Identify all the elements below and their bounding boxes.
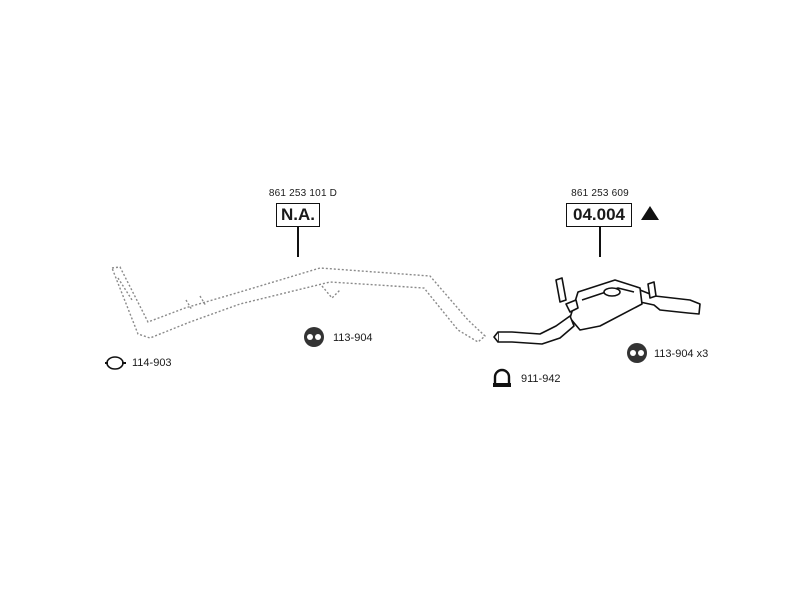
accessory-label: 113-904: [333, 332, 373, 344]
front-pipe-code-box[interactable]: N.A.: [276, 203, 320, 227]
accessory-911-942[interactable]: 911-942: [491, 368, 581, 392]
front-pipe-oem-number: 861 253 101 D: [268, 188, 338, 199]
rear-silencer-code-box[interactable]: 04.004: [566, 203, 632, 227]
rear-silencer-oem-number: 861 253 609: [571, 188, 629, 199]
accessory-label: 113-904 x3: [654, 348, 709, 360]
accessory-113-904-x3[interactable]: 113-904 x3: [626, 342, 736, 366]
clamp-icon: [105, 356, 126, 370]
rubber-mount-icon: [304, 327, 324, 347]
accessory-114-903[interactable]: 114-903: [104, 354, 194, 374]
front-pipe-leader-line: [297, 227, 299, 257]
triangle-icon: [641, 206, 659, 220]
accessory-label: 911-942: [521, 373, 561, 385]
rubber-mount-icon: [627, 343, 647, 363]
u-bolt-clamp-icon: [493, 368, 511, 387]
accessory-label: 114-903: [132, 357, 172, 369]
rear-silencer-leader-line: [599, 227, 601, 257]
accessory-113-904[interactable]: 113-904: [303, 326, 393, 350]
